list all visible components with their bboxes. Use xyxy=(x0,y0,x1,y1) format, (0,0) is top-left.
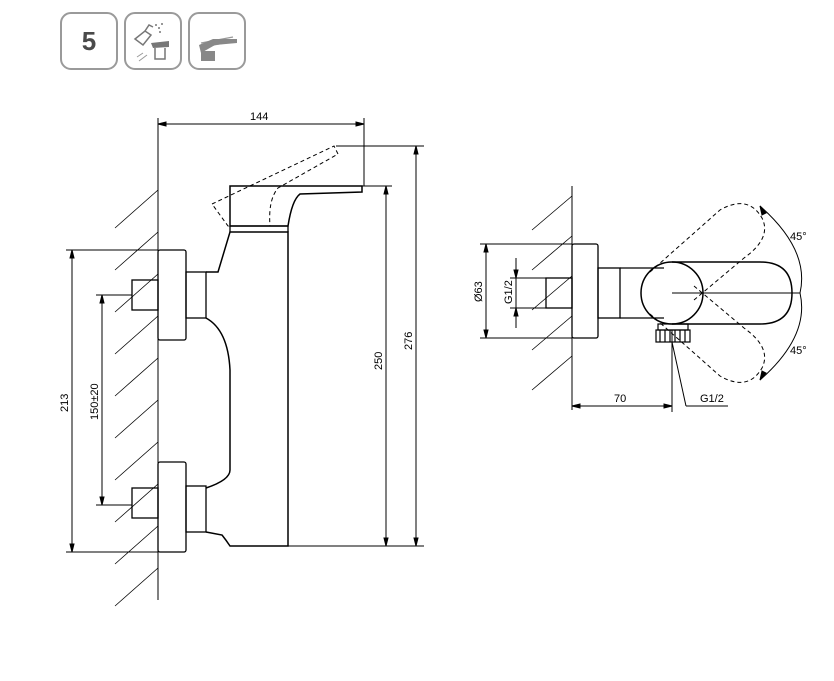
dim-spacing-label: 150±20 xyxy=(89,383,101,420)
cleaning-spray-icon xyxy=(133,23,169,62)
dim-height-276-label: 276 xyxy=(403,332,415,350)
upper-inlet-connector xyxy=(131,249,207,341)
lower-inlet-connector xyxy=(131,461,207,553)
dim-thread-outlet-label: G1/2 xyxy=(700,393,724,405)
side-view xyxy=(480,186,803,412)
outlet-thread xyxy=(655,323,691,343)
dim-width-label: 144 xyxy=(250,111,268,123)
number-badge: 5 xyxy=(60,12,118,70)
mixer-body xyxy=(205,231,289,547)
dim-diameter-label: Ø63 xyxy=(473,281,485,302)
dim-thread-inlet-label: G1/2 xyxy=(503,280,515,304)
feature-badges: 5 xyxy=(60,12,246,70)
badge-number: 5 xyxy=(81,25,97,56)
dim-height-250-label: 250 xyxy=(373,352,385,370)
lever-mixer-badge xyxy=(188,12,246,70)
dim-depth-label: 70 xyxy=(614,393,626,405)
angle-bottom-label: 45° xyxy=(790,345,807,357)
front-wall-hatching xyxy=(114,189,159,607)
angle-top-label: 45° xyxy=(790,231,807,243)
side-lever-rotated-down xyxy=(649,285,766,383)
lever-mixer-icon xyxy=(199,36,237,61)
mixer-lever xyxy=(229,185,363,227)
side-wall-hatching xyxy=(531,195,573,391)
front-view xyxy=(66,118,424,607)
side-lever-rotated-up xyxy=(649,203,766,301)
mixer-lever-raised-dashed xyxy=(211,145,339,227)
cleaning-spray-badge xyxy=(124,12,182,70)
dim-inlets-213-label: 213 xyxy=(59,394,71,412)
